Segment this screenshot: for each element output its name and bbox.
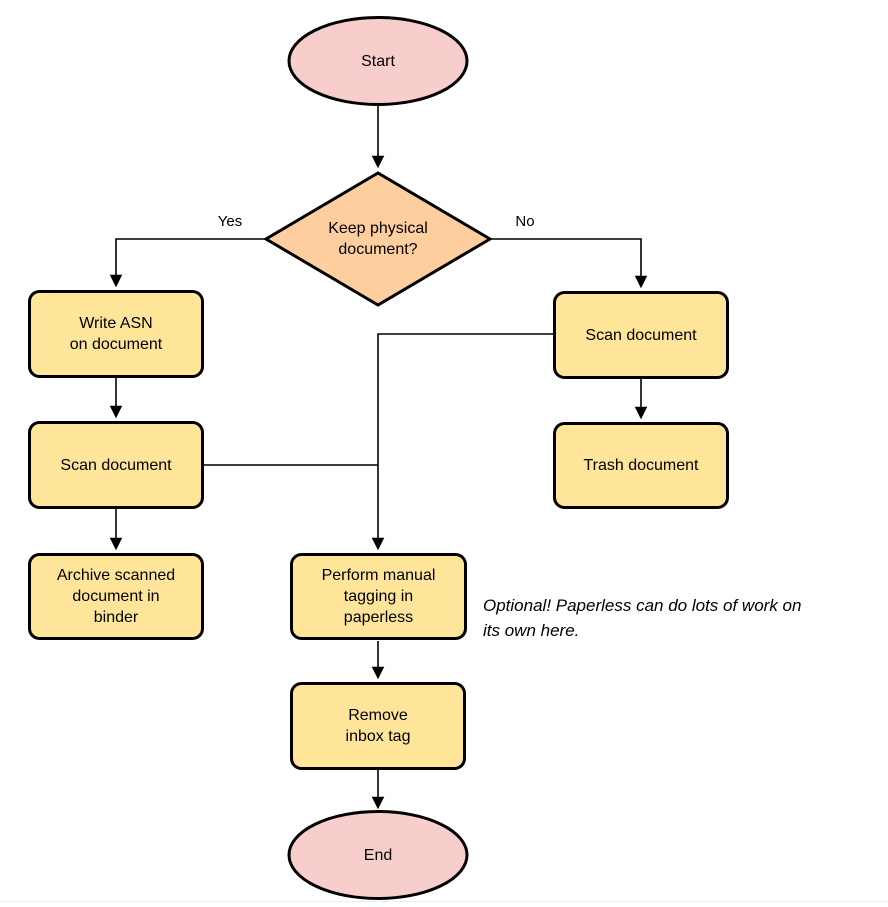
optional-note: Optional! Paperless can do lots of work …: [483, 596, 802, 640]
page-bottom-divider: [0, 901, 888, 902]
node-scan-left-shape: [28, 421, 204, 509]
node-write-asn-shape: [28, 290, 204, 378]
edge-decision-write-asn-yes: [116, 238, 266, 285]
node-archive-shape: [28, 553, 204, 640]
node-decision-shape: [263, 171, 493, 307]
edge-scan-right-tagging: [378, 333, 553, 548]
node-remove-inbox-shape: [290, 682, 466, 770]
edge-label-yes: Yes: [208, 211, 252, 231]
node-end-shape: [287, 810, 469, 900]
node-scan-right-shape: [553, 291, 729, 379]
edge-decision-scan-right-no: [490, 238, 641, 286]
node-tagging-shape: [290, 553, 467, 640]
node-start-shape: [287, 16, 469, 106]
node-trash-shape: [553, 422, 729, 509]
edge-label-no: No: [505, 211, 545, 231]
